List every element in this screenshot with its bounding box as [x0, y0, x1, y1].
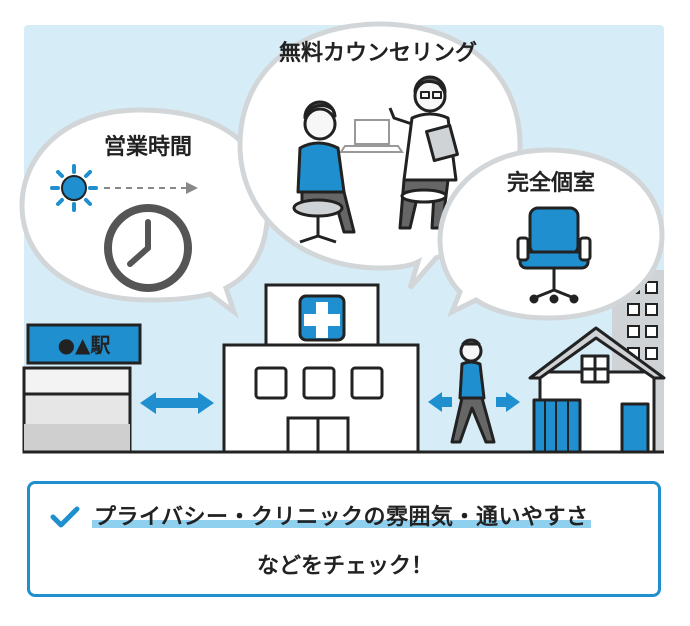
caption-box — [27, 481, 661, 597]
sun-icon — [50, 164, 98, 212]
caption-highlight-text: プライバシー・クリニックの雰囲気・通いやすさ — [92, 505, 591, 530]
office-chair-icon — [516, 206, 592, 304]
medical-cross-icon — [298, 294, 346, 342]
clinic-illustration: ●▲駅 — [19, 21, 666, 454]
checkmark-icon — [50, 506, 80, 528]
arrow-head-icon — [186, 182, 198, 194]
station-building: ●▲駅 — [22, 323, 142, 454]
right-double-arrow-icon — [428, 392, 520, 412]
caption-line-1: プライバシー・クリニックの雰囲気・通いやすさ — [92, 499, 634, 539]
walking-person-figure — [450, 338, 496, 444]
bubble-title-private-room: 完全個室 — [507, 170, 595, 196]
bubble-private-room: 完全個室 — [437, 147, 665, 321]
clinic-building — [222, 283, 420, 454]
laptop-icon — [339, 119, 404, 153]
caption-line-2: などをチェック！ — [256, 554, 433, 579]
bubble-title-hours: 営業時間 — [104, 134, 192, 160]
bubble-business-hours: 営業時間 — [19, 107, 271, 319]
left-double-arrow-icon — [140, 392, 214, 414]
patient-figure — [292, 100, 356, 244]
station-sign: ●▲駅 — [58, 333, 111, 357]
bubble-title-counseling: 無料カウンセリング — [279, 40, 477, 66]
clock-icon — [104, 204, 192, 292]
doctor-figure — [388, 75, 459, 230]
